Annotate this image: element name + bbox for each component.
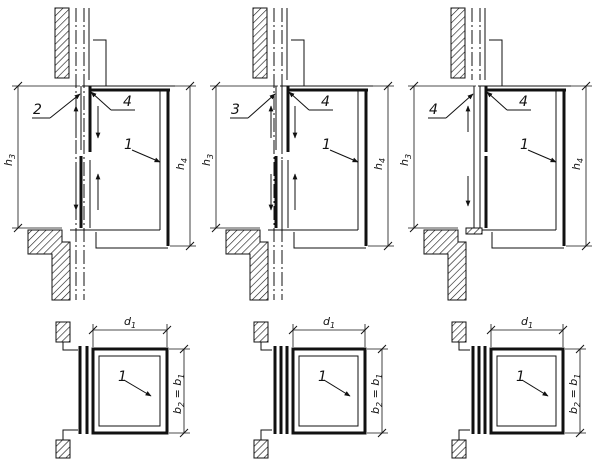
dim-b: b2 = b1 [567,374,582,414]
wall-upper [54,7,70,79]
leader-main [323,379,351,397]
cabin-floor [491,232,564,249]
leader-main [123,379,152,397]
cabin-outer [291,347,367,435]
plan-panel-1: 1 d1 b2 = b1 [55,315,190,459]
dim-d1: d1 [323,315,335,330]
label-main: 1 [118,369,127,385]
label-main: 1 [124,137,133,153]
dim-h4: h4 [570,158,585,170]
dim-h3: h3 [200,154,215,166]
label-main: 1 [322,137,331,153]
label-main: 1 [516,369,525,385]
connector [458,429,470,440]
dim-h4: h4 [372,158,387,170]
connector [62,429,78,440]
label-main: 1 [520,137,529,153]
tick [581,81,591,91]
tick [486,325,496,335]
tick [409,223,419,233]
leader-left [247,93,276,119]
leader-main [329,149,359,163]
label-left: 2 [33,102,42,118]
dim-b: b2 = b1 [369,374,384,414]
bracket [291,39,305,86]
cabin-inner [98,355,161,427]
tick [377,344,387,354]
leader-main [527,149,557,163]
floor-slab [27,229,71,301]
bracket [93,39,107,86]
tick [383,241,393,251]
column-top [55,321,71,343]
label-left: 3 [231,102,240,118]
tick [409,81,419,91]
plan-panel-2: 1 d1 b2 = b1 [253,315,388,459]
tick [211,223,221,233]
leader-left [445,93,474,119]
tick [185,81,195,91]
tick [558,325,568,335]
dim-h4: h4 [174,158,189,170]
label-right: 4 [519,94,528,110]
label-main: 1 [318,369,327,385]
leader-right [288,91,310,111]
cabin-outer [489,347,565,435]
elevation-panel-2: 3 4 1 h3 h4 [200,7,394,301]
sill-block [465,227,483,235]
wall-upper [252,7,268,79]
tick [179,428,189,438]
cabin-floor [293,232,366,249]
cabin-outer [91,347,169,435]
dim-h3: h3 [398,154,413,166]
tick [575,428,585,438]
leader-left [49,93,81,119]
connector [260,342,272,351]
tick [377,428,387,438]
dim-d1: d1 [521,315,533,330]
connector [458,342,470,351]
label-right: 4 [123,94,132,110]
wall-upper [450,7,466,79]
cabin-inner [298,355,359,427]
column-bottom [55,439,71,459]
bracket [489,39,503,86]
tick [13,81,23,91]
dim-b: b2 = b1 [171,374,186,414]
cabin-inner [496,355,557,427]
leader-main [521,379,549,397]
elevation-panel-1: 2 4 1 h3 h4 [2,7,196,301]
floor-slab [423,229,467,301]
tick [162,325,172,335]
tick [179,344,189,354]
tick [88,325,98,335]
column-top [451,321,467,343]
leader-right [486,91,508,111]
tick [13,223,23,233]
label-right: 4 [321,94,330,110]
tick [575,344,585,354]
elevation-panel-3: 4 4 1 h3 h4 [398,7,592,301]
leader-main [131,149,161,163]
label-left: 4 [429,102,438,118]
connector [62,342,78,351]
column-bottom [451,439,467,459]
dim-h3: h3 [2,154,17,166]
column-bottom [253,439,269,459]
column-top [253,321,269,343]
tick [360,325,370,335]
tick [185,241,195,251]
cabin-floor [95,232,168,249]
connector [260,429,272,440]
dim-d1: d1 [124,315,136,330]
tick [288,325,298,335]
plan-panel-3: 1 d1 b2 = b1 [451,315,586,459]
floor-slab [225,229,269,301]
tick [211,81,221,91]
leader-right [90,91,112,111]
tick [581,241,591,251]
tick [383,81,393,91]
